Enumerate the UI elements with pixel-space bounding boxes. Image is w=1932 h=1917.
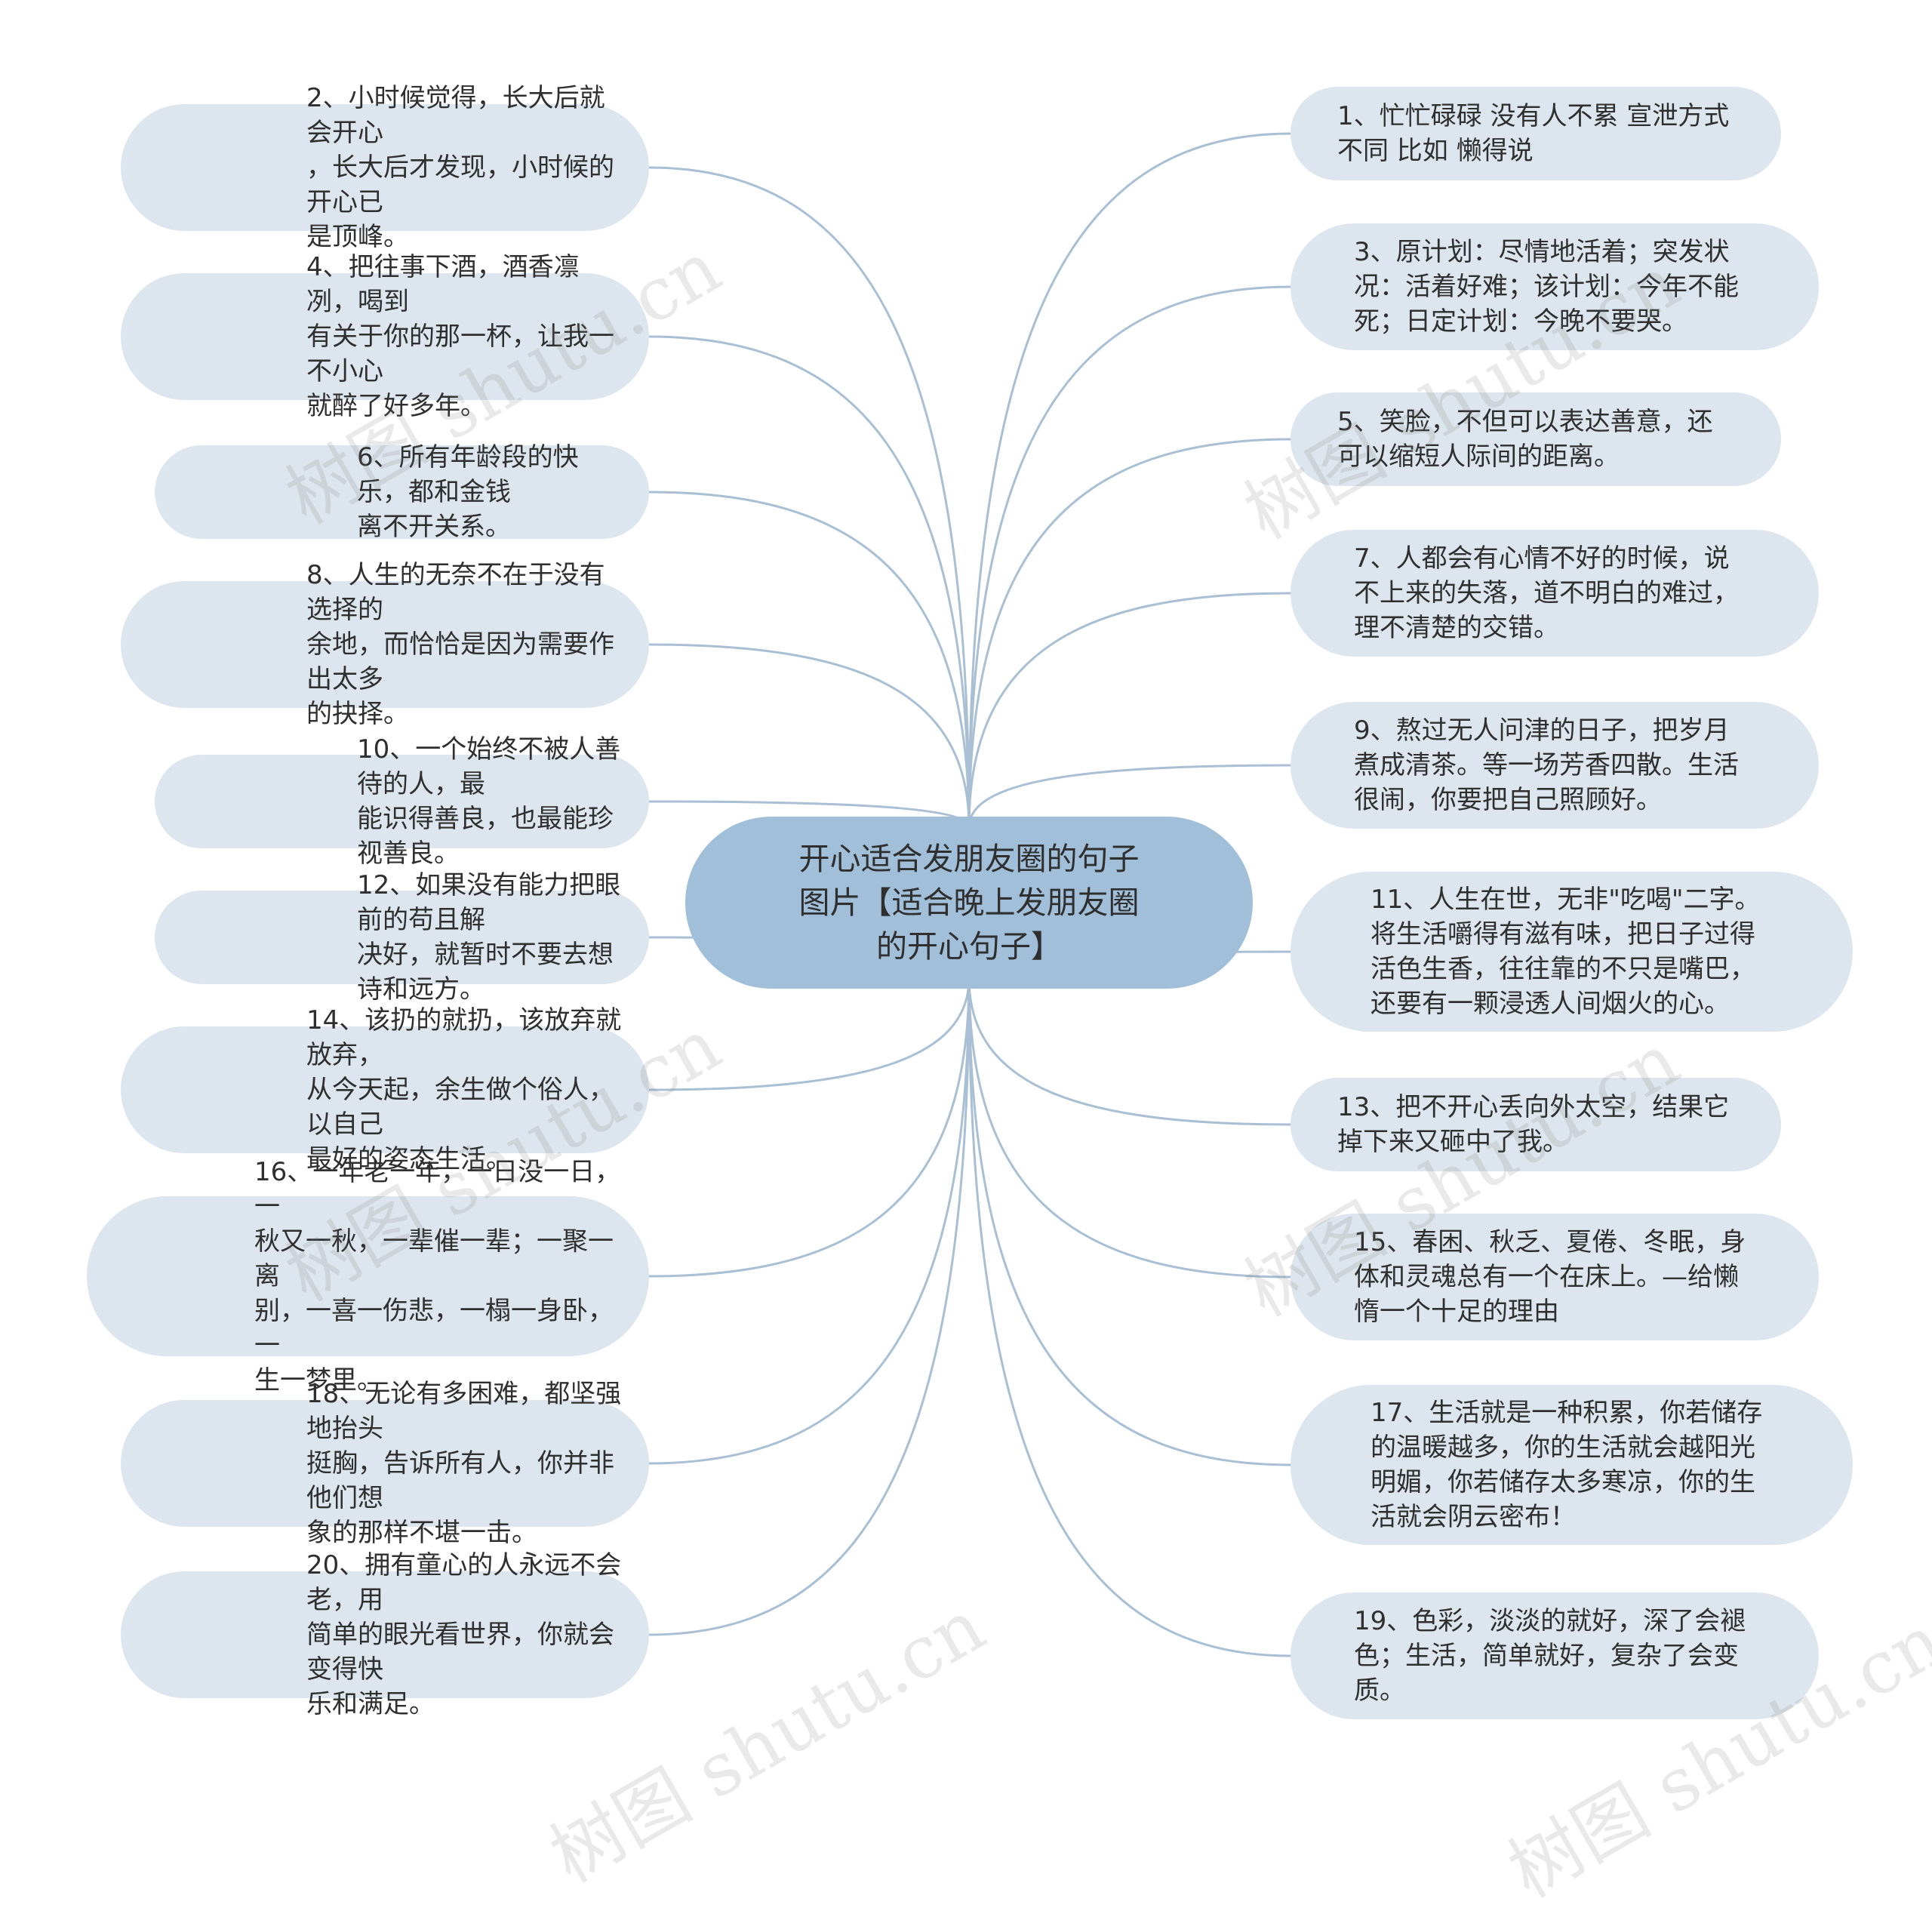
left-branch-node[interactable]: 8、人生的无奈不在于没有选择的 余地，而恰恰是因为需要作出太多 的抉择。 [121,560,649,729]
left-branch-node[interactable]: 2、小时候觉得，长大后就会开心 ，长大后才发现，小时候的开心已 是顶峰。 [121,83,649,252]
left-branch-node[interactable]: 4、把往事下酒，酒香凛冽，喝到 有关于你的那一杯，让我一不小心 就醉了好多年。 [121,252,649,421]
right-branch-node[interactable]: 17、生活就是一种积累，你若储存 的温暖越多，你的生活就会越阳光 明媚，你若储存… [1291,1385,1853,1545]
left-branch-node[interactable]: 20、拥有童心的人永远不会老，用 简单的眼光看世界，你就会变得快 乐和满足。 [121,1550,649,1719]
connector-line [648,643,971,828]
right-branch-node[interactable]: 19、色彩，淡淡的就好，深了会褪 色；生活，简单就好，复杂了会变 质。 [1291,1592,1819,1719]
right-branch-node[interactable]: 7、人都会有心情不好的时候，说 不上来的失落，道不明白的难过， 理不清楚的交错。 [1291,530,1819,657]
left-branch-node[interactable]: 18、无论有多困难，都坚强地抬头 挺胸，告诉所有人，你并非他们想 象的那样不堪一… [121,1379,649,1548]
left-branch-node[interactable]: 14、该扔的就扔，该放弃就放弃， 从今天起，余生做个俗人，以自己 最好的姿态生活… [121,1005,649,1174]
right-branch-node[interactable]: 13、把不开心丢向外太空，结果它 掉下来又砸中了我。 [1291,1078,1781,1171]
left-branch-node[interactable]: 12、如果没有能力把眼前的苟且解 决好，就暂时不要去想诗和远方。 [155,870,649,1005]
right-branch-node[interactable]: 5、笑脸，不但可以表达善意，还 可以缩短人际间的距离。 [1291,392,1781,486]
connector-line [968,438,1291,828]
left-branch-node[interactable]: 6、所有年龄段的快乐，都和金钱 离不开关系。 [155,442,649,542]
left-branch-node[interactable]: 16、一年老一年，一日没一日，一 秋又一秋，一辈催一辈；一聚一离 别，一喜一伤悲… [87,1157,649,1395]
central-topic[interactable]: 开心适合发朋友圈的句子 图片【适合晚上发朋友圈 的开心句子】 [685,817,1253,989]
right-branch-node[interactable]: 1、忙忙碌碌 没有人不累 宣泄方式 不同 比如 懒得说 [1291,87,1781,180]
connector-line [968,285,1291,828]
connector-line [648,491,971,828]
right-branch-node[interactable]: 9、熬过无人问津的日子，把岁月 煮成清茶。等一场芳香四散。生活 很闹，你要把自己… [1291,702,1819,829]
connector-line [968,132,1291,828]
connector-line [648,977,971,1091]
connector-line [648,166,971,828]
connector-line [648,977,971,1465]
connector-line [648,977,971,1278]
right-branch-node[interactable]: 15、春困、秋乏、夏倦、冬眠，身 体和灵魂总有一个在床上。—给懒 惰一个十足的理… [1291,1214,1819,1340]
right-branch-node[interactable]: 11、人生在世，无非"吃喝"二字。 将生活嚼得有滋有味，把日子过得 活色生香，往… [1291,872,1853,1032]
connector-line [968,592,1291,828]
connector-line [648,335,971,828]
connector-line [968,764,1291,828]
right-branch-node[interactable]: 3、原计划：尽情地活着；突发状 况：活着好难；该计划：今年不能 死；日定计划：今… [1291,223,1819,350]
connector-line [968,977,1291,1466]
connector-line [648,977,971,1636]
connector-line [968,977,1291,1126]
left-branch-node[interactable]: 10、一个始终不被人善待的人，最 能识得善良，也最能珍视善良。 [155,734,649,869]
connector-line [968,977,1291,1279]
connector-line [968,977,1291,1657]
